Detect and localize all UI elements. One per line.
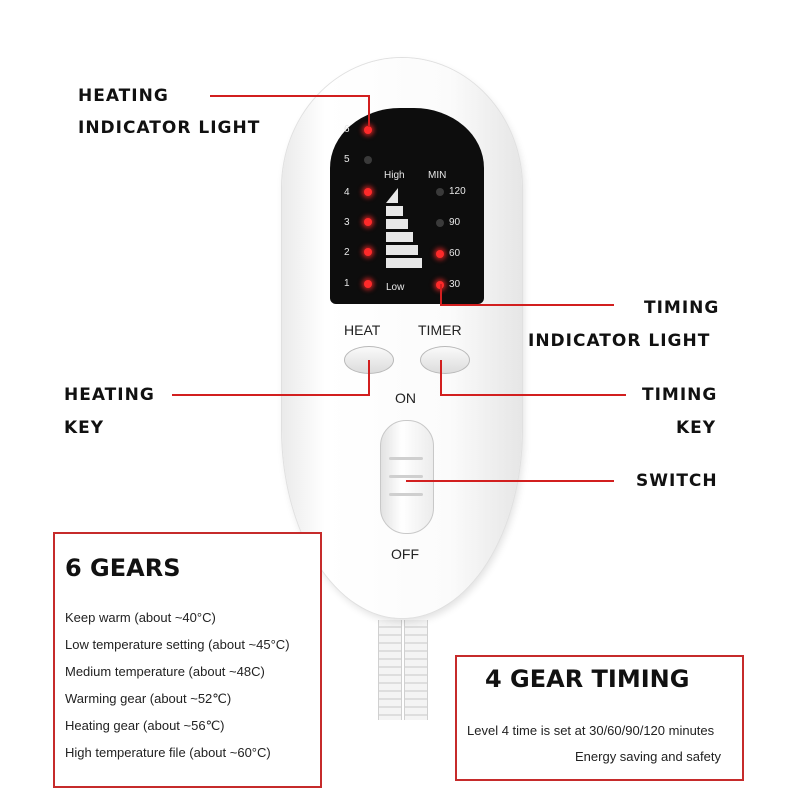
heating-led-4 bbox=[364, 188, 372, 196]
low-label: Low bbox=[386, 282, 405, 293]
heat-scale-bar-1 bbox=[386, 258, 422, 268]
timer-label-30: 30 bbox=[449, 279, 461, 290]
timer-label-90: 90 bbox=[449, 217, 461, 228]
gear-description-5: Heating gear (about ~56℃) bbox=[65, 718, 225, 733]
leader-line-heating-key bbox=[368, 360, 370, 396]
heat-scale-bar-3 bbox=[386, 232, 413, 242]
switch-grip-line bbox=[389, 457, 423, 460]
heating-led-3 bbox=[364, 218, 372, 226]
callout-heating-indicator-line1: HEATING bbox=[78, 86, 169, 106]
heat-scale-bar-4 bbox=[386, 219, 408, 229]
gear-timing-line1: Level 4 time is set at 30/60/90/120 minu… bbox=[467, 723, 715, 738]
callout-timing-key-line2: KEY bbox=[676, 418, 717, 438]
power-slide-switch[interactable] bbox=[380, 420, 434, 534]
high-label: High bbox=[384, 170, 405, 181]
power-cable-right bbox=[404, 620, 428, 720]
level-label-4: 4 bbox=[344, 187, 350, 198]
leader-line-heating-indicator bbox=[368, 95, 370, 127]
gear-description-1: Keep warm (about ~40°C) bbox=[65, 610, 216, 625]
heating-led-1 bbox=[364, 280, 372, 288]
callout-timing-indicator-line2: INDICATOR LIGHT bbox=[528, 331, 711, 351]
timer-key-label: TIMER bbox=[418, 322, 462, 338]
heat-key-label: HEAT bbox=[344, 322, 381, 338]
heating-led-2 bbox=[364, 248, 372, 256]
timer-led-90 bbox=[436, 219, 444, 227]
callout-switch: SWITCH bbox=[636, 471, 718, 491]
gear-description-4: Warming gear (about ~52℃) bbox=[65, 691, 232, 706]
callout-heating-key-line1: HEATING bbox=[64, 385, 155, 405]
switch-grip-line bbox=[389, 493, 423, 496]
heating-led-5 bbox=[364, 156, 372, 164]
gear-timing-info-box: 4 GEAR TIMING Level 4 time is set at 30/… bbox=[455, 655, 744, 781]
timer-label-120: 120 bbox=[449, 186, 466, 197]
gear-timing-line2: Energy saving and safety bbox=[575, 749, 721, 764]
timer-key-button[interactable] bbox=[420, 346, 470, 374]
callout-timing-key-line1: TIMING bbox=[642, 385, 718, 405]
heat-scale-bar-2 bbox=[386, 245, 418, 255]
level-label-6: 6 bbox=[344, 124, 350, 135]
six-gears-title: 6 GEARS bbox=[65, 554, 181, 582]
six-gears-info-box: 6 GEARS Keep warm (about ~40°C) Low temp… bbox=[53, 532, 322, 788]
gear-description-2: Low temperature setting (about ~45°C) bbox=[65, 637, 290, 652]
level-label-5: 5 bbox=[344, 154, 350, 165]
heat-scale-bar-5 bbox=[386, 206, 403, 216]
min-label: MIN bbox=[428, 170, 447, 181]
switch-off-label: OFF bbox=[391, 546, 419, 562]
timer-label-60: 60 bbox=[449, 248, 461, 259]
indicator-display-panel: 6 5 4 3 2 1 High Low MIN 120 90 60 30 bbox=[330, 108, 484, 304]
level-label-3: 3 bbox=[344, 217, 350, 228]
power-cable-left bbox=[378, 620, 402, 720]
callout-heating-key-line2: KEY bbox=[64, 418, 105, 438]
leader-line-timing-indicator bbox=[440, 304, 614, 306]
level-label-1: 1 bbox=[344, 278, 350, 289]
switch-on-label: ON bbox=[395, 390, 416, 406]
gear-timing-title: 4 GEAR TIMING bbox=[485, 665, 690, 693]
leader-line-heating-indicator bbox=[210, 95, 370, 97]
leader-line-switch bbox=[406, 480, 614, 482]
leader-line-heating-key bbox=[172, 394, 370, 396]
leader-line-timing-key bbox=[440, 360, 442, 396]
callout-timing-indicator-line1: TIMING bbox=[644, 298, 720, 318]
heat-scale-bar-6 bbox=[386, 188, 398, 203]
gear-description-6: High temperature file (about ~60°C) bbox=[65, 745, 271, 760]
timer-led-60 bbox=[436, 250, 444, 258]
switch-grip-line bbox=[389, 475, 423, 478]
heating-led-6 bbox=[364, 126, 372, 134]
leader-line-timing-key bbox=[440, 394, 626, 396]
callout-heating-indicator-line2: INDICATOR LIGHT bbox=[78, 118, 261, 138]
leader-line-timing-indicator bbox=[440, 284, 442, 306]
gear-description-3: Medium temperature (about ~48C) bbox=[65, 664, 265, 679]
level-label-2: 2 bbox=[344, 247, 350, 258]
timer-led-120 bbox=[436, 188, 444, 196]
